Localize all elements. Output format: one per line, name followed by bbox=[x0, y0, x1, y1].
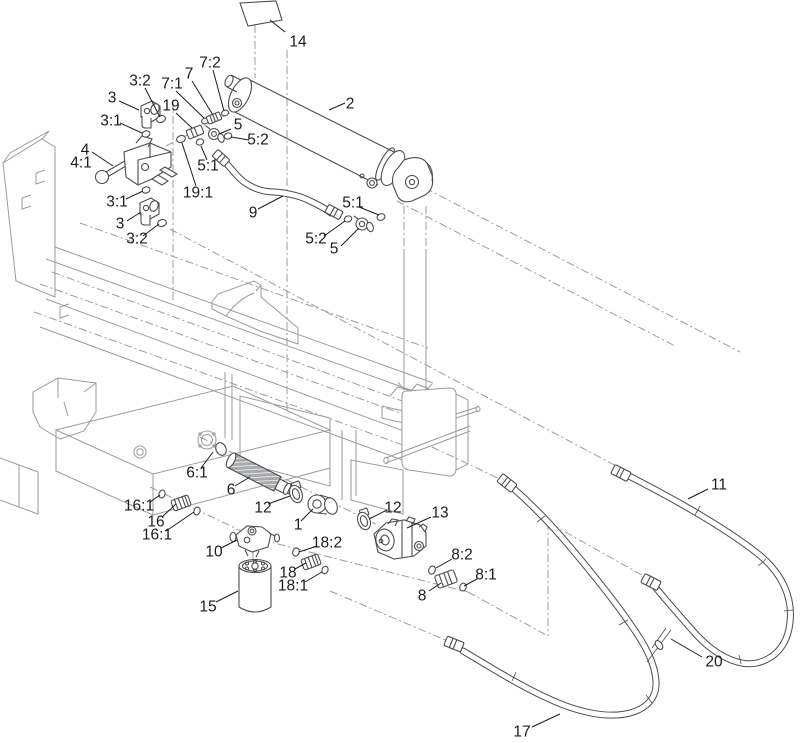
frame-end-plate bbox=[383, 383, 481, 477]
part-cable-tie-20 bbox=[646, 627, 672, 663]
leader-lines bbox=[91, 19, 709, 728]
oring-8-2 bbox=[428, 565, 436, 575]
part-decal-tag bbox=[239, 0, 283, 27]
valve-handle-knob bbox=[94, 169, 110, 185]
hose-9-fitting-b bbox=[324, 204, 344, 220]
part-valve bbox=[94, 135, 179, 186]
part-pump-13 bbox=[373, 516, 428, 560]
oring-7-2 bbox=[221, 109, 229, 117]
part-fitting-7 bbox=[205, 111, 223, 125]
oring-3-1-bottom bbox=[141, 186, 151, 194]
oring-19-1 bbox=[176, 134, 186, 144]
oring-16-1-a bbox=[158, 489, 166, 499]
part-fitting-18 bbox=[300, 553, 322, 571]
oring-5-2-right bbox=[343, 215, 353, 223]
hose-17-fitting-a bbox=[496, 473, 518, 493]
oring-3-1-top bbox=[141, 130, 151, 138]
frame-wedge bbox=[211, 280, 299, 345]
hose-11-fitting-b bbox=[640, 573, 662, 591]
oring-5-2-top bbox=[223, 132, 233, 140]
part-hose-11 bbox=[610, 464, 794, 668]
part-elbow-3-top bbox=[140, 100, 161, 129]
hose-9-fitting-a bbox=[212, 149, 230, 167]
frame-left-rail bbox=[0, 457, 39, 515]
part-fitting-16 bbox=[170, 494, 192, 512]
oring-18-1 bbox=[321, 565, 329, 575]
frame-support-plates bbox=[224, 372, 404, 515]
oring-3-2-bottom bbox=[157, 218, 167, 228]
part-filter-head-10 bbox=[229, 525, 281, 558]
part-elbow-3-bottom bbox=[139, 197, 160, 226]
frame-weldment bbox=[0, 130, 481, 516]
frame-beam bbox=[33, 222, 434, 463]
cylinder-rod-port-boss bbox=[224, 74, 243, 109]
cylinder-clevis bbox=[392, 157, 434, 203]
hose-11-fitting-a bbox=[610, 464, 632, 482]
part-hose-9 bbox=[212, 149, 344, 220]
oring-18-2 bbox=[292, 547, 300, 557]
part-fitting-19 bbox=[185, 124, 205, 140]
hose-17-fitting-b bbox=[443, 635, 465, 653]
part-clamp-12-left bbox=[289, 480, 303, 504]
frame-tank bbox=[54, 385, 332, 516]
part-cylinder bbox=[224, 74, 434, 203]
part-elbow-5-top bbox=[205, 125, 225, 143]
part-clamp-12-right bbox=[357, 507, 371, 531]
oring-8-1 bbox=[459, 582, 467, 592]
part-elbow-1 bbox=[307, 494, 338, 515]
part-elbow-5-right bbox=[353, 215, 374, 233]
frame-tongue-bracket bbox=[32, 377, 97, 440]
part-hose-17 bbox=[443, 473, 660, 719]
oring-6-1 bbox=[215, 442, 227, 456]
oring-5-1-right bbox=[376, 213, 386, 221]
oring-16-1-b bbox=[193, 506, 201, 516]
oring-5-1-top bbox=[195, 138, 205, 146]
part-filter-15 bbox=[238, 558, 272, 613]
phantom-lines bbox=[149, 25, 741, 643]
frame-left-plate bbox=[2, 130, 70, 319]
